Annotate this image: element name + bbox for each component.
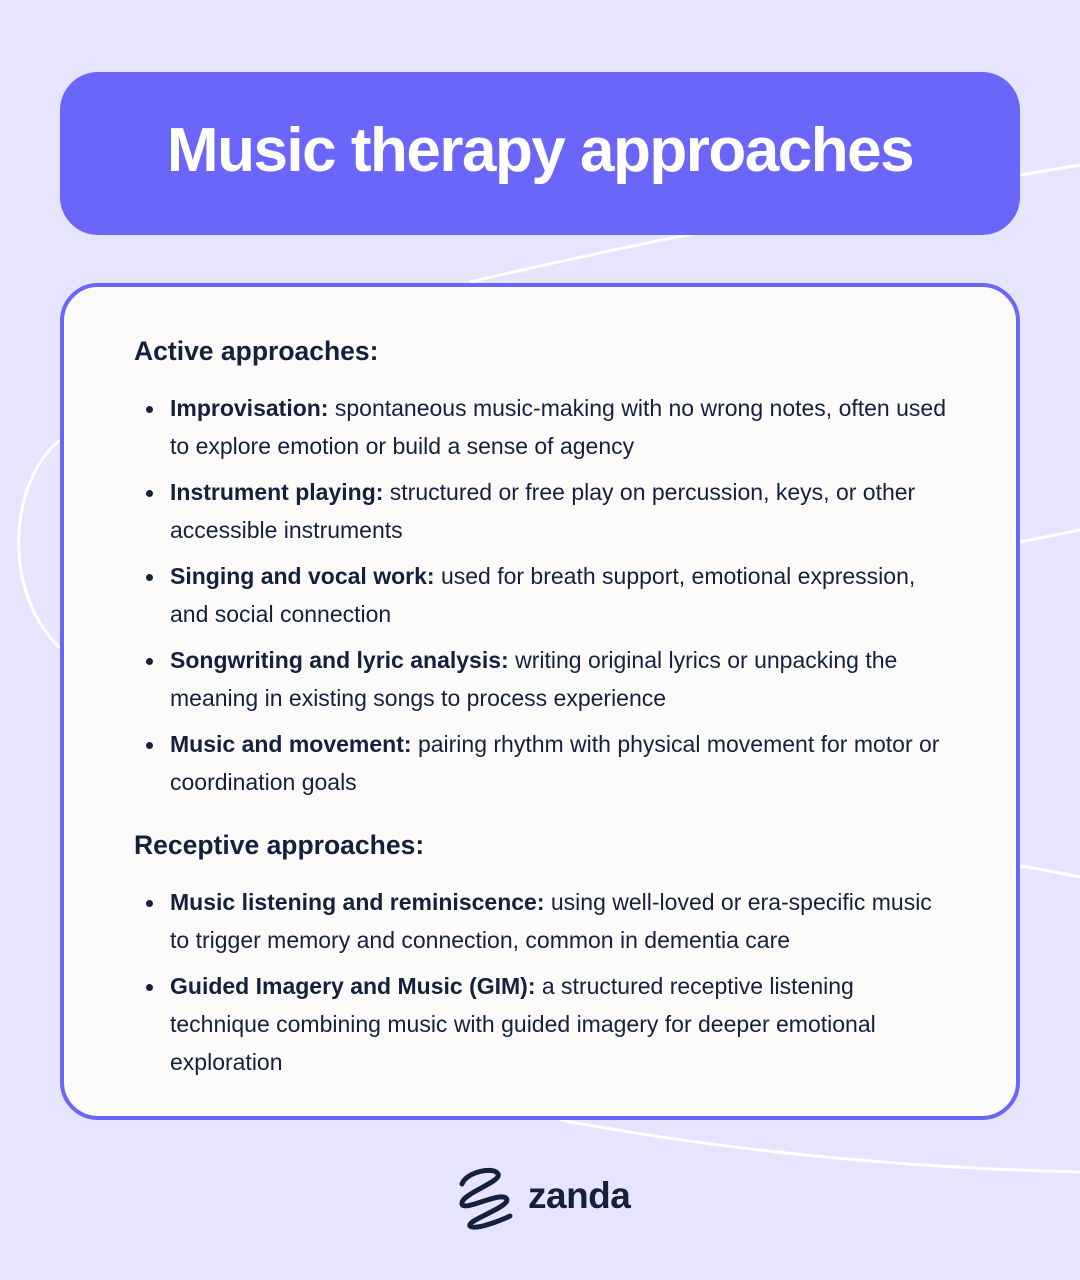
list-item: Songwriting and lyric analysis: writing … xyxy=(134,641,946,717)
list-item: Guided Imagery and Music (GIM): a struct… xyxy=(134,967,946,1081)
title-banner: Music therapy approaches xyxy=(60,72,1020,235)
item-text: a structured receptive listening techniq… xyxy=(170,973,876,1075)
item-text: used for breath support, emotional expre… xyxy=(170,563,916,627)
list-item: Music listening and reminiscence: using … xyxy=(134,883,946,959)
section-heading: Active approaches: xyxy=(134,336,379,366)
list-item: Music and movement: pairing rhythm with … xyxy=(134,725,946,801)
section-heading: Receptive approaches: xyxy=(134,830,425,860)
content-card: Active approaches: Improvisation: sponta… xyxy=(60,283,1020,1120)
item-text: pairing rhythm with physical movement fo… xyxy=(170,731,940,795)
item-term: Singing and vocal work: xyxy=(170,563,435,589)
brand-name: zanda xyxy=(528,1174,631,1216)
item-term: Improvisation: xyxy=(170,395,329,421)
page-title: Music therapy approaches xyxy=(166,115,915,185)
item-term: Instrument playing: xyxy=(170,479,384,505)
section-receptive-approaches: Receptive approaches: Music listening an… xyxy=(134,829,946,1081)
item-term: Songwriting and lyric analysis: xyxy=(170,647,509,673)
section-active-approaches: Active approaches: Improvisation: sponta… xyxy=(134,335,946,801)
list-item: Improvisation: spontaneous music-making … xyxy=(134,389,946,465)
item-text: writing original lyrics or unpacking the… xyxy=(170,647,898,711)
item-text: structured or free play on percussion, k… xyxy=(170,479,916,543)
zanda-scribble-icon xyxy=(459,1167,513,1230)
item-term: Music listening and reminiscence: xyxy=(170,889,545,915)
item-text: using well-loved or era-specific music t… xyxy=(170,889,932,953)
item-text: spontaneous music-making with no wrong n… xyxy=(170,395,946,459)
item-term: Music and movement: xyxy=(170,731,412,757)
brand-logo: zanda xyxy=(452,1164,631,1232)
approach-list: Music listening and reminiscence: using … xyxy=(134,883,946,1081)
list-item: Instrument playing: structured or free p… xyxy=(134,473,946,549)
item-term: Guided Imagery and Music (GIM): xyxy=(170,973,536,999)
approach-list: Improvisation: spontaneous music-making … xyxy=(134,389,946,801)
list-item: Singing and vocal work: used for breath … xyxy=(134,557,946,633)
